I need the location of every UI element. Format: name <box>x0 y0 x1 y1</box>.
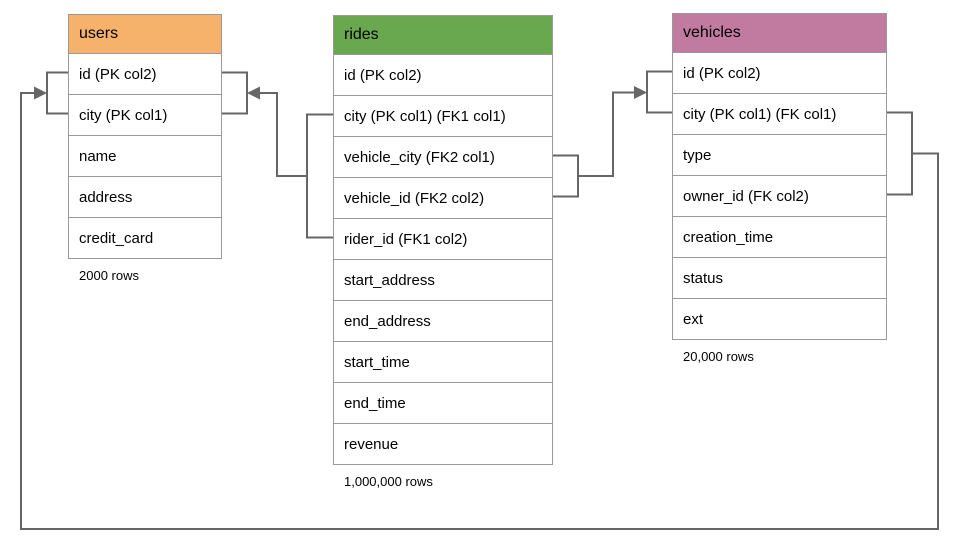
column-row: end_time <box>334 382 552 423</box>
table-vehicles: vehicles id (PK col2) city (PK col1) (FK… <box>672 13 887 364</box>
table-vehicles-header: vehicles <box>673 14 886 52</box>
fk1-arrowhead-icon <box>247 86 260 100</box>
fk1-rides-to-users-line <box>251 92 307 177</box>
fk-arrowhead-icon <box>34 86 47 100</box>
fk2-arrowhead-icon <box>634 86 647 99</box>
column-row: credit_card <box>69 217 221 258</box>
users-right-bracket <box>222 71 248 115</box>
table-vehicles-rowcount: 20,000 rows <box>683 349 754 364</box>
table-rides-box: rides id (PK col2) city (PK col1) (FK1 c… <box>333 15 553 465</box>
column-row: start_time <box>334 341 552 382</box>
table-users-header: users <box>69 15 221 53</box>
table-users-box: users id (PK col2) city (PK col1) name a… <box>68 14 222 259</box>
column-row: name <box>69 135 221 176</box>
table-users-rowcount: 2000 rows <box>79 268 139 283</box>
rides-right-bracket <box>553 154 579 198</box>
vehicles-right-bracket <box>887 111 913 196</box>
column-row: vehicle_id (FK2 col2) <box>334 177 552 218</box>
column-row: id (PK col2) <box>673 52 886 93</box>
column-row: type <box>673 134 886 175</box>
table-users: users id (PK col2) city (PK col1) name a… <box>68 14 222 283</box>
fk2-rides-to-vehicles-line <box>578 91 643 177</box>
column-row: status <box>673 257 886 298</box>
table-rides-rowcount: 1,000,000 rows <box>344 474 433 489</box>
column-row: city (PK col1) <box>69 94 221 135</box>
table-rides-header: rides <box>334 16 552 54</box>
column-row: city (PK col1) (FK col1) <box>673 93 886 134</box>
column-row: creation_time <box>673 216 886 257</box>
fk-vehicles-to-users-line <box>20 92 939 530</box>
column-row: vehicle_city (FK2 col1) <box>334 136 552 177</box>
column-row: rider_id (FK1 col2) <box>334 218 552 259</box>
rides-left-bracket <box>306 113 333 239</box>
table-rides: rides id (PK col2) city (PK col1) (FK1 c… <box>333 15 553 489</box>
column-row: end_address <box>334 300 552 341</box>
column-row: address <box>69 176 221 217</box>
column-row: city (PK col1) (FK1 col1) <box>334 95 552 136</box>
table-vehicles-box: vehicles id (PK col2) city (PK col1) (FK… <box>672 13 887 340</box>
vehicles-left-bracket <box>646 70 672 114</box>
column-row: revenue <box>334 423 552 464</box>
column-row: ext <box>673 298 886 339</box>
column-row: id (PK col2) <box>69 53 221 94</box>
users-left-bracket <box>46 71 68 115</box>
column-row: id (PK col2) <box>334 54 552 95</box>
column-row: owner_id (FK col2) <box>673 175 886 216</box>
column-row: start_address <box>334 259 552 300</box>
